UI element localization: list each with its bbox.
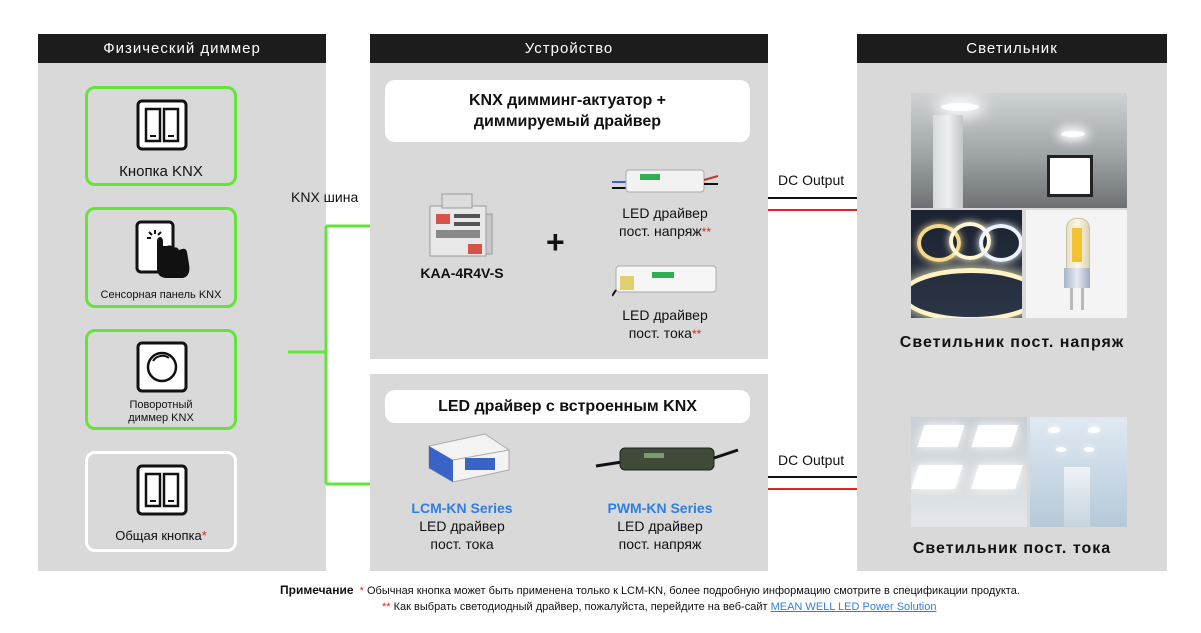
note-mark-1: * bbox=[359, 585, 364, 597]
knx-bus-label: KNX шина bbox=[291, 189, 359, 205]
plus-sign: + bbox=[546, 224, 565, 260]
cv-driver-label-line1: LED драйвер bbox=[622, 205, 708, 221]
knx-rotary-dimmer-label-line2: диммер KNX bbox=[128, 412, 194, 424]
pwm-kn-line1: LED драйвер bbox=[617, 518, 703, 534]
builtin-knx-title: LED драйвер с встроенным KNX bbox=[438, 398, 697, 415]
double-switch-icon bbox=[136, 464, 188, 516]
knx-bus-line bbox=[288, 224, 370, 486]
cc-driver-asterisks: ** bbox=[691, 327, 702, 341]
pwm-kn-label: PWM-KN Series LED драйвер пост. напряж bbox=[590, 499, 730, 553]
pwm-kn-series: PWM-KN Series bbox=[607, 500, 713, 516]
lcm-kn-image bbox=[428, 433, 510, 483]
knx-rotary-dimmer-label: Поворотный диммер KNX bbox=[88, 399, 234, 425]
double-switch-icon bbox=[136, 99, 188, 151]
general-button-label-text: Общая кнопка bbox=[115, 528, 202, 543]
cv-driver-asterisks: ** bbox=[701, 225, 712, 239]
note-label: Примечание bbox=[280, 583, 354, 597]
actuator-title-line1: KNX димминг-актуатор + bbox=[468, 92, 667, 109]
g4-bulb-photo bbox=[1026, 210, 1127, 318]
lcm-kn-series: LCM-KN Series bbox=[411, 500, 513, 516]
lcm-kn-label: LCM-KN Series LED драйвер пост. тока bbox=[395, 499, 529, 553]
ceiling-downlight-photo bbox=[911, 93, 1127, 208]
actuator-model-label: KAA-4R4V-S bbox=[420, 265, 504, 281]
lcm-kn-line2: пост. тока bbox=[430, 536, 494, 552]
luminaire-cc-title: Светильник пост. тока bbox=[912, 540, 1112, 557]
pwm-kn-image bbox=[595, 447, 739, 471]
luminaire-column-title: Светильник bbox=[966, 40, 1058, 57]
cv-driver-label: LED драйвер пост. напряж** bbox=[600, 204, 730, 241]
knx-rotary-dimmer-card: Поворотный диммер KNX bbox=[85, 329, 237, 430]
cv-driver-label-line2: пост. напряж bbox=[618, 223, 702, 239]
device-column-header: Устройство bbox=[370, 34, 768, 63]
knx-button-card: Кнопка KNX bbox=[85, 86, 237, 186]
dimmer-column-title: Физический диммер bbox=[103, 40, 261, 57]
mean-well-link[interactable]: MEAN WELL LED Power Solution bbox=[770, 601, 937, 613]
dc-output-lines-bottom bbox=[768, 476, 857, 490]
knx-button-label: Кнопка KNX bbox=[119, 163, 203, 180]
device-column-title: Устройство bbox=[524, 40, 614, 57]
note-mark-2: ** bbox=[382, 601, 391, 613]
luminaire-column-header: Светильник bbox=[857, 34, 1167, 63]
cc-driver-image bbox=[612, 265, 717, 297]
pwm-kn-line2: пост. напряж bbox=[618, 536, 702, 552]
note-line-2: ** Как выбрать светодиодный драйвер, пож… bbox=[382, 601, 1182, 613]
panel-light-photo bbox=[911, 417, 1027, 527]
dc-output-top-label: DC Output bbox=[778, 172, 845, 188]
knx-touch-panel-label: Сенсорная панель KNX bbox=[100, 289, 222, 301]
note-line-1: Примечание * Обычная кнопка может быть п… bbox=[280, 583, 1195, 597]
general-button-card: Общая кнопка* bbox=[85, 451, 237, 552]
cc-driver-label-line1: LED драйвер bbox=[622, 307, 708, 323]
cv-driver-image bbox=[612, 169, 719, 193]
cc-driver-label: LED драйвер пост. тока** bbox=[600, 306, 730, 343]
general-button-label: Общая кнопка* bbox=[88, 528, 234, 543]
lcm-kn-line1: LED драйвер bbox=[419, 518, 505, 534]
dc-output-bottom-label: DC Output bbox=[778, 452, 845, 468]
knx-rotary-dimmer-label-line1: Поворотный bbox=[129, 399, 193, 411]
general-button-asterisk: * bbox=[201, 528, 207, 543]
actuator-title-box: KNX димминг-актуатор + диммируемый драйв… bbox=[385, 80, 750, 142]
builtin-knx-title-box: LED драйвер с встроенным KNX bbox=[385, 390, 750, 423]
corridor-light-photo bbox=[1030, 417, 1127, 527]
note-text-2: Как выбрать светодиодный драйвер, пожалу… bbox=[393, 601, 768, 613]
luminaire-cv-title: Светильник пост. напряж bbox=[899, 334, 1125, 351]
rotary-dimmer-icon bbox=[136, 341, 188, 393]
note-text-1: Обычная кнопка может быть применена толь… bbox=[367, 585, 1020, 597]
cc-driver-label-line2: пост. тока bbox=[628, 325, 692, 341]
dimmer-column-header: Физический диммер bbox=[38, 34, 326, 63]
dc-output-lines-top bbox=[768, 197, 857, 211]
touch-panel-icon bbox=[135, 220, 190, 278]
knx-actuator-image bbox=[429, 193, 493, 257]
actuator-title-line2: диммируемый драйвер bbox=[473, 113, 662, 130]
knx-touch-panel-card: Сенсорная панель KNX bbox=[85, 207, 237, 308]
led-strip-photo bbox=[911, 210, 1022, 318]
